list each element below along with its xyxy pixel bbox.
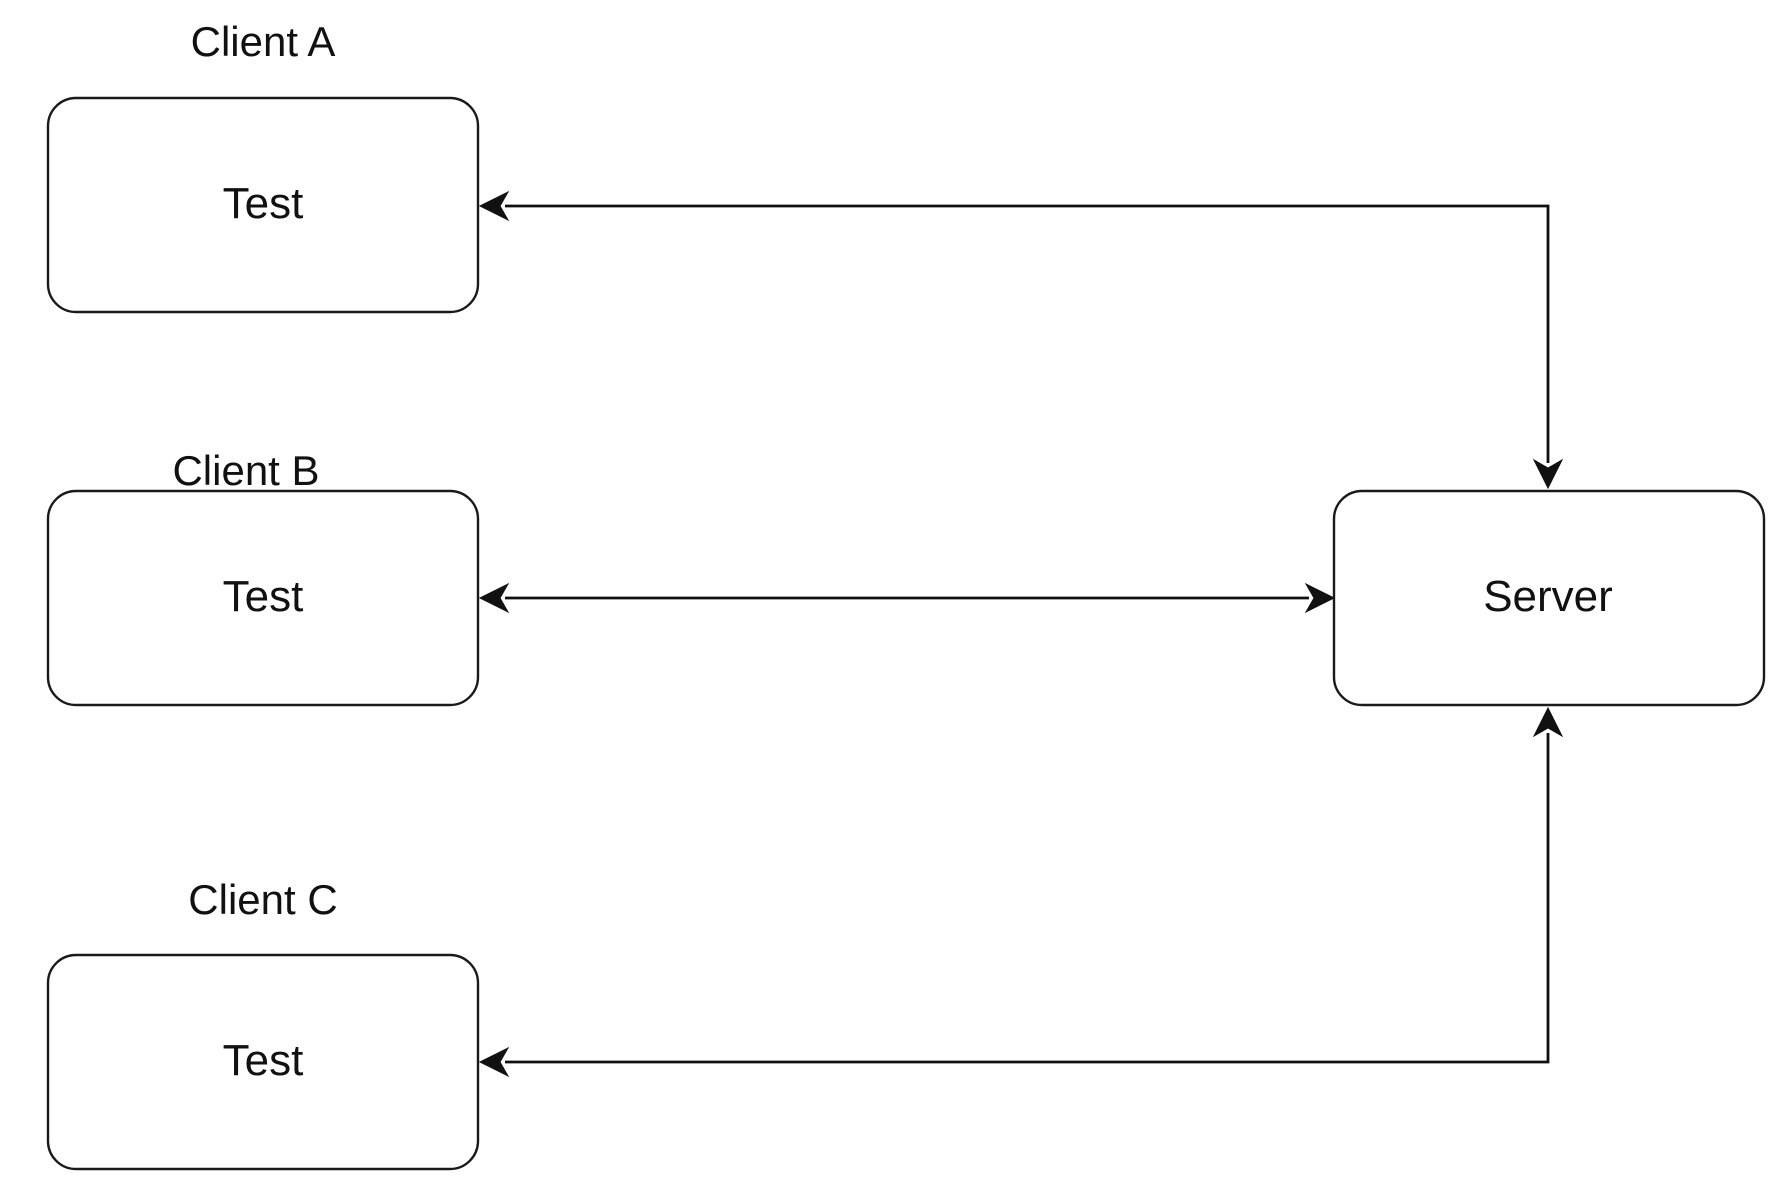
- client-c-node: Test: [46, 953, 480, 1171]
- connector-server-client-a: [478, 190, 1564, 490]
- client-b-text: Test: [223, 572, 304, 621]
- client-a-box: [46, 96, 480, 314]
- client-c-box: [46, 953, 480, 1171]
- client-c-text: Test: [223, 1036, 304, 1085]
- server-node: Server: [1332, 489, 1766, 707]
- arrowhead-server-left: [1304, 582, 1336, 614]
- server-text: Server: [1483, 572, 1613, 621]
- client-b-node: Test: [46, 489, 480, 707]
- client-b-box: [46, 489, 480, 707]
- client-a-caption: Client A: [191, 18, 336, 65]
- arrowhead-client-c: [478, 1046, 510, 1078]
- client-b-caption: Client B: [172, 447, 319, 494]
- client-c-caption: Client C: [188, 876, 337, 923]
- connector-server-client-b: [478, 582, 1336, 614]
- server-box: [1332, 489, 1766, 707]
- connector-server-client-c: [478, 706, 1564, 1078]
- arrowhead-server-bottom: [1532, 706, 1564, 738]
- arrowhead-client-b: [478, 582, 510, 614]
- arrowhead-client-a: [478, 190, 510, 222]
- client-a-node: Test: [46, 96, 480, 314]
- arrowhead-server-top: [1532, 458, 1564, 490]
- client-a-text: Test: [223, 179, 304, 228]
- connector-line: [505, 733, 1550, 1064]
- connector-line: [505, 204, 1550, 463]
